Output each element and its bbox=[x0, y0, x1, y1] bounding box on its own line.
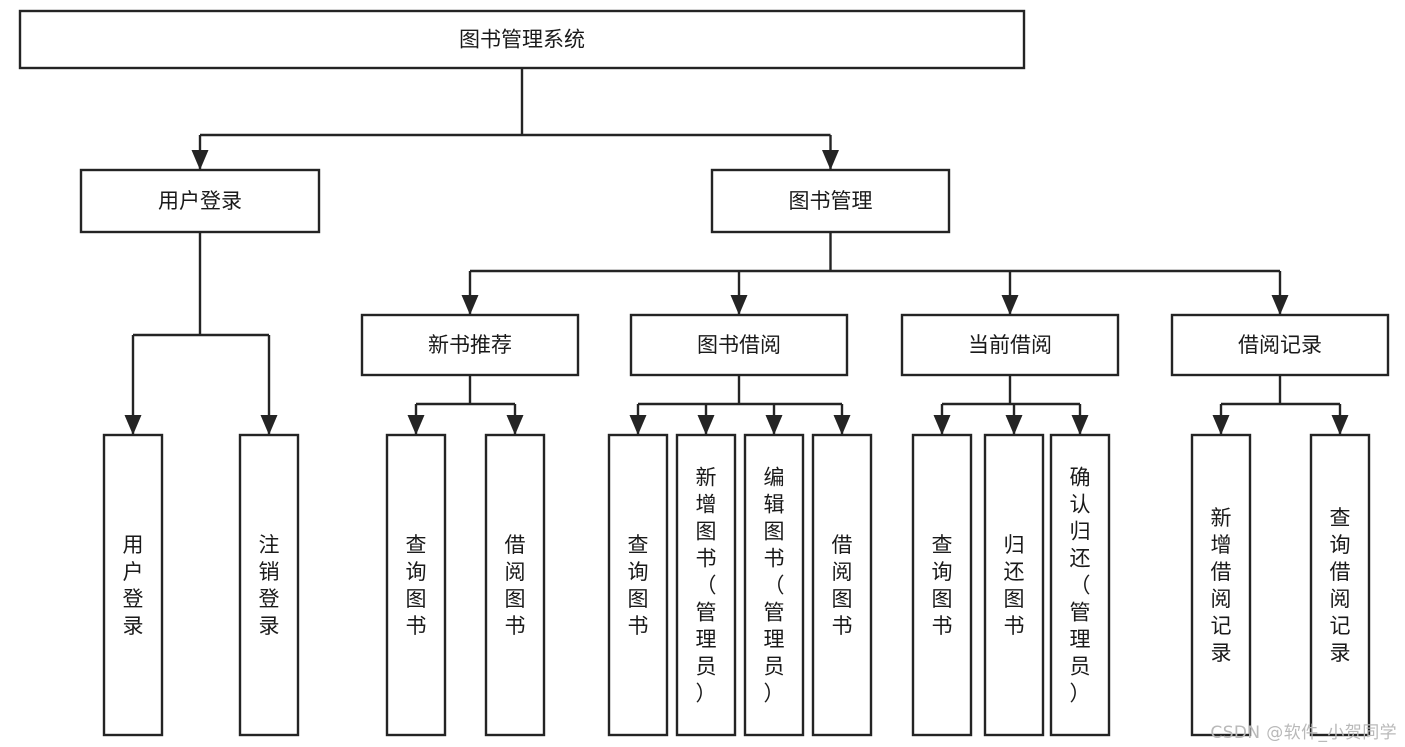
node-book-manage[interactable]: 图书管理 bbox=[710, 168, 951, 234]
node-box-leaf-user-login bbox=[102, 433, 164, 737]
node-leaf-user-login[interactable]: 用户登录 bbox=[102, 433, 164, 737]
node-leaf-add-borrow-record[interactable]: 新增借阅记录 bbox=[1190, 433, 1252, 737]
node-leaf-user-logout[interactable]: 注销登录 bbox=[238, 433, 300, 737]
arrow-down-icon-leaf-user-logout bbox=[260, 415, 278, 435]
arrow-down-icon-leaf-confirm-return bbox=[1071, 415, 1089, 435]
node-label-leaf-confirm-return: 确认归还（管理员） bbox=[1070, 466, 1091, 706]
node-box-user-login bbox=[79, 168, 321, 234]
arrow-down-icon-leaf-add-book bbox=[697, 415, 715, 435]
node-box-leaf-add-book bbox=[675, 433, 737, 737]
node-label-leaf-query-book-borrow: 查询图书 bbox=[628, 533, 649, 638]
node-box-leaf-query-book-recommend bbox=[385, 433, 447, 737]
node-leaf-query-book-borrow[interactable]: 查询图书 bbox=[607, 433, 669, 737]
connector-layer bbox=[124, 68, 1349, 435]
arrow-down-icon-book-borrow bbox=[730, 295, 748, 315]
node-book-borrow[interactable]: 图书借阅 bbox=[629, 313, 849, 377]
node-label-leaf-borrow-book: 借阅图书 bbox=[832, 533, 853, 638]
node-label-leaf-add-book: 新增图书（管理员） bbox=[696, 466, 717, 706]
node-leaf-add-book[interactable]: 新增图书（管理员） bbox=[675, 433, 737, 737]
node-label-leaf-add-borrow-record: 新增借阅记录 bbox=[1211, 506, 1232, 665]
node-box-leaf-borrow-book-recommend bbox=[484, 433, 546, 737]
node-leaf-query-borrow-record[interactable]: 查询借阅记录 bbox=[1309, 433, 1371, 737]
arrow-down-icon-leaf-query-book-recommend bbox=[407, 415, 425, 435]
csdn-watermark: CSDN @软件_小贺同学 bbox=[1210, 723, 1397, 743]
node-label-leaf-user-login: 用户登录 bbox=[123, 533, 144, 638]
arrow-down-icon-leaf-user-login bbox=[124, 415, 142, 435]
node-label-new-book-recommend: 新书推荐 bbox=[428, 333, 512, 357]
node-leaf-query-book-current[interactable]: 查询图书 bbox=[911, 433, 973, 737]
node-leaf-borrow-book[interactable]: 借阅图书 bbox=[811, 433, 873, 737]
node-label-leaf-borrow-book-recommend: 借阅图书 bbox=[505, 533, 526, 638]
node-leaf-confirm-return[interactable]: 确认归还（管理员） bbox=[1049, 433, 1111, 737]
node-borrow-record[interactable]: 借阅记录 bbox=[1170, 313, 1390, 377]
arrow-down-icon-leaf-borrow-book bbox=[833, 415, 851, 435]
node-leaf-query-book-recommend[interactable]: 查询图书 bbox=[385, 433, 447, 737]
node-box-book-borrow bbox=[629, 313, 849, 377]
node-label-book-borrow: 图书借阅 bbox=[697, 333, 781, 357]
node-box-new-book-recommend bbox=[360, 313, 580, 377]
node-label-current-borrow: 当前借阅 bbox=[968, 333, 1052, 357]
node-leaf-edit-book[interactable]: 编辑图书（管理员） bbox=[743, 433, 805, 737]
arrow-down-icon-book-manage bbox=[822, 150, 839, 170]
node-current-borrow[interactable]: 当前借阅 bbox=[900, 313, 1120, 377]
node-box-leaf-borrow-book bbox=[811, 433, 873, 737]
node-label-root: 图书管理系统 bbox=[459, 28, 585, 52]
node-label-book-manage: 图书管理 bbox=[789, 189, 873, 213]
arrow-down-icon-leaf-add-borrow-record bbox=[1212, 415, 1230, 435]
node-box-leaf-add-borrow-record bbox=[1190, 433, 1252, 737]
arrow-down-icon-leaf-return-book bbox=[1005, 415, 1023, 435]
arrow-down-icon-leaf-query-book-borrow bbox=[629, 415, 647, 435]
arrow-down-icon-leaf-query-book-current bbox=[933, 415, 951, 435]
node-leaf-borrow-book-recommend[interactable]: 借阅图书 bbox=[484, 433, 546, 737]
node-label-leaf-edit-book: 编辑图书（管理员） bbox=[764, 466, 785, 706]
node-label-leaf-query-book-current: 查询图书 bbox=[932, 533, 953, 638]
node-box-book-manage bbox=[710, 168, 951, 234]
node-box-leaf-user-logout bbox=[238, 433, 300, 737]
arrow-down-icon-current-borrow bbox=[1001, 295, 1019, 315]
node-new-book-recommend[interactable]: 新书推荐 bbox=[360, 313, 580, 377]
node-box-current-borrow bbox=[900, 313, 1120, 377]
node-box-leaf-query-book-borrow bbox=[607, 433, 669, 737]
arrow-down-icon-leaf-query-borrow-record bbox=[1331, 415, 1349, 435]
node-label-leaf-query-borrow-record: 查询借阅记录 bbox=[1330, 506, 1351, 665]
node-label-borrow-record: 借阅记录 bbox=[1238, 333, 1322, 357]
node-leaf-return-book[interactable]: 归还图书 bbox=[983, 433, 1045, 737]
node-user-login[interactable]: 用户登录 bbox=[79, 168, 321, 234]
node-box-leaf-query-borrow-record bbox=[1309, 433, 1371, 737]
node-layer: 图书管理系统用户登录图书管理新书推荐图书借阅当前借阅借阅记录用户登录注销登录查询… bbox=[18, 9, 1390, 737]
node-box-leaf-query-book-current bbox=[911, 433, 973, 737]
node-box-root bbox=[18, 9, 1026, 70]
node-box-leaf-edit-book bbox=[743, 433, 805, 737]
arrow-down-icon-user-login bbox=[191, 150, 209, 170]
node-label-user-login: 用户登录 bbox=[158, 189, 242, 213]
node-box-borrow-record bbox=[1170, 313, 1390, 377]
node-box-leaf-return-book bbox=[983, 433, 1045, 737]
node-label-leaf-user-logout: 注销登录 bbox=[259, 533, 280, 638]
node-label-leaf-query-book-recommend: 查询图书 bbox=[406, 533, 427, 638]
arrow-down-icon-leaf-borrow-book-recommend bbox=[506, 415, 524, 435]
arrow-down-icon-new-book-recommend bbox=[461, 295, 479, 315]
node-root[interactable]: 图书管理系统 bbox=[18, 9, 1026, 70]
arrow-down-icon-borrow-record bbox=[1271, 295, 1289, 315]
arrow-down-icon-leaf-edit-book bbox=[765, 415, 783, 435]
node-box-leaf-confirm-return bbox=[1049, 433, 1111, 737]
node-label-leaf-return-book: 归还图书 bbox=[1004, 533, 1025, 638]
